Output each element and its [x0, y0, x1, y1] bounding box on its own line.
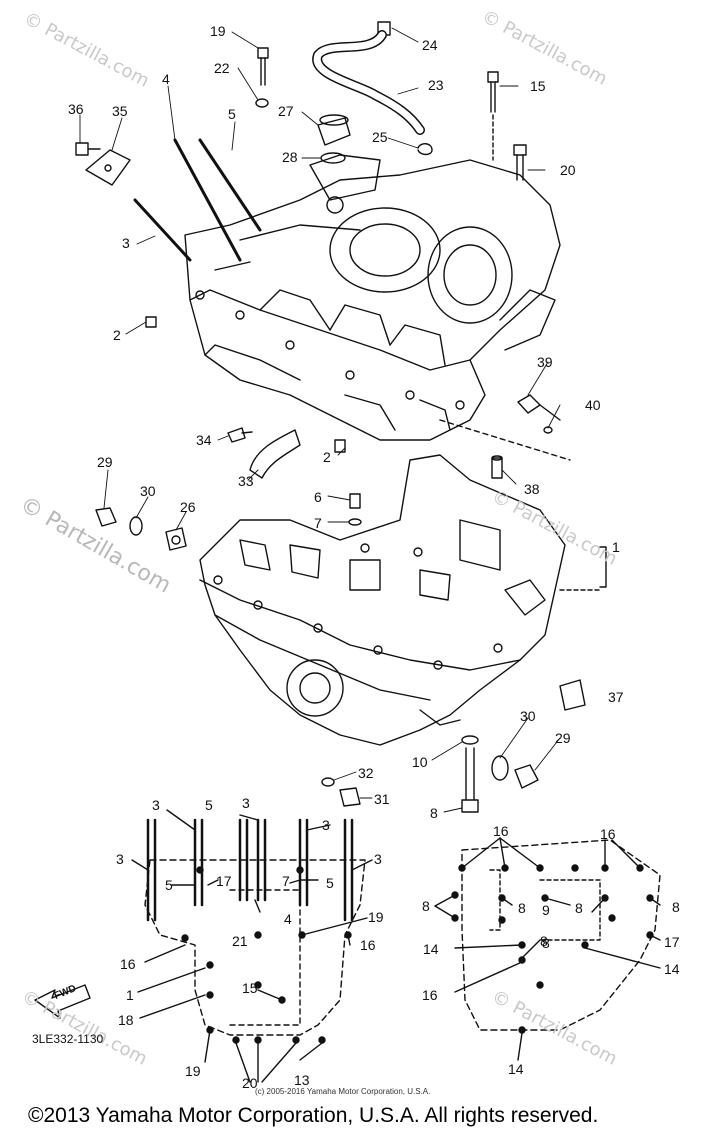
callout-22: 22 — [214, 60, 230, 76]
callout-39: 39 — [537, 354, 553, 370]
pattern-right-label: 16 — [493, 823, 509, 839]
callout-36: 36 — [68, 101, 84, 117]
pattern-right-label: 8 — [518, 900, 526, 916]
pattern-right-label: 16 — [600, 826, 616, 842]
pattern-left-label: 5 — [165, 877, 173, 893]
pattern-left-label: 20 — [242, 1075, 258, 1091]
pattern-left-label: 19 — [368, 909, 384, 925]
pattern-left-label: 18 — [118, 1012, 134, 1028]
fwd-arrow — [34, 984, 91, 1019]
callout-1: 1 — [612, 539, 620, 555]
callout-4: 4 — [162, 71, 170, 87]
pattern-right-label: 8 — [422, 898, 430, 914]
pattern-left-label: 1 — [126, 987, 134, 1003]
pattern-left-label: 3 — [322, 817, 330, 833]
upper-crankcase — [184, 154, 561, 441]
pattern-left-label: 16 — [120, 956, 136, 972]
callout-37: 37 — [608, 689, 624, 705]
callout-38: 38 — [524, 481, 540, 497]
pattern-right-label: 9 — [542, 902, 550, 918]
pattern-left-label: 3 — [152, 797, 160, 813]
callout-27: 27 — [278, 103, 294, 119]
pattern-left-label: 3 — [242, 795, 250, 811]
callout-5: 5 — [228, 106, 236, 122]
pattern-right-label: 14 — [508, 1061, 524, 1077]
callout-28: 28 — [282, 149, 298, 165]
callout-29: 29 — [97, 454, 113, 470]
callout-32: 32 — [358, 765, 374, 781]
pattern-left-label: 7 — [282, 873, 290, 889]
callout-10: 10 — [412, 754, 428, 770]
pattern-left-label: 21 — [232, 933, 248, 949]
pattern-right-label: 8 — [575, 900, 583, 916]
callout-30b: 30 — [520, 708, 536, 724]
callout-19: 19 — [210, 23, 226, 39]
callout-34: 34 — [196, 432, 212, 448]
callout-20: 20 — [560, 162, 576, 178]
callout-7: 7 — [314, 515, 322, 531]
copyright-notice: ©2013 Yamaha Motor Corporation, U.S.A. A… — [28, 1104, 599, 1127]
callout-2: 2 — [113, 327, 121, 343]
bolt-pattern-right — [434, 837, 661, 1061]
callout-23: 23 — [428, 77, 444, 93]
callout-2b: 2 — [323, 449, 331, 465]
leader-lines — [79, 27, 561, 813]
pattern-right-label: 14 — [664, 961, 680, 977]
pattern-right-label: 8 — [672, 899, 680, 915]
diagram-code: 3LE332-1130 — [32, 1032, 104, 1046]
pattern-left-label: 19 — [185, 1063, 201, 1079]
callout-31: 31 — [374, 791, 390, 807]
callout-33: 33 — [238, 473, 254, 489]
bolt-pattern-left — [131, 809, 373, 1083]
pattern-left-label: 13 — [294, 1072, 310, 1088]
lower-parts — [95, 507, 607, 813]
pattern-left-label: 17 — [216, 873, 232, 889]
pattern-left-label: 16 — [360, 937, 376, 953]
callout-8: 8 — [430, 805, 438, 821]
upper-parts — [75, 21, 571, 526]
pattern-left-label: 3 — [116, 851, 124, 867]
pattern-right-label: 8 — [540, 933, 548, 949]
callout-25: 25 — [372, 129, 388, 145]
lower-crankcase — [199, 454, 566, 746]
callout-6: 6 — [314, 489, 322, 505]
callout-26: 26 — [180, 499, 196, 515]
pattern-right-label: 14 — [423, 941, 439, 957]
callout-3: 3 — [122, 235, 130, 251]
callout-35: 35 — [112, 103, 128, 119]
callout-30: 30 — [140, 483, 156, 499]
pattern-right-label: 8 — [542, 935, 550, 951]
pattern-left-label: 4 — [284, 911, 292, 927]
pattern-right-label: 16 — [422, 987, 438, 1003]
pattern-left-label: 3 — [374, 851, 382, 867]
fine-print-copyright: (c) 2005-2016 Yamaha Motor Corporation, … — [255, 1087, 431, 1096]
pattern-right-label: 17 — [664, 934, 680, 950]
callout-40: 40 — [585, 397, 601, 413]
callout-24: 24 — [422, 37, 438, 53]
pattern-left-label: 15 — [242, 980, 258, 996]
callout-29b: 29 — [555, 730, 571, 746]
pattern-left-label: 5 — [205, 797, 213, 813]
callout-15: 15 — [530, 78, 546, 94]
pattern-left-label: 5 — [326, 875, 334, 891]
